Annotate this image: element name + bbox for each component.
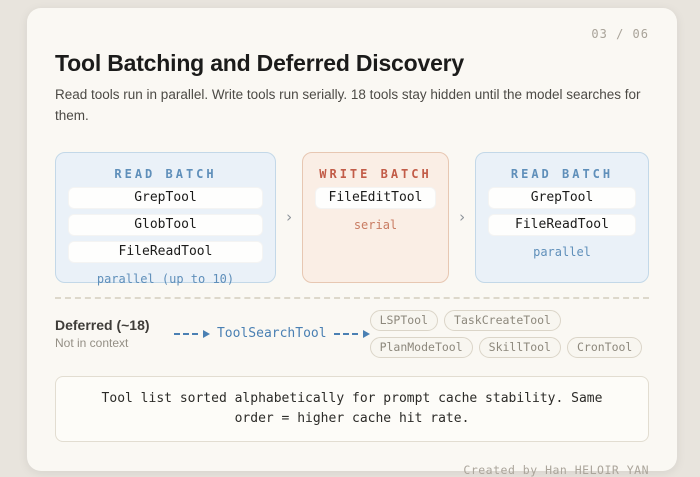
- hidden-tool-pill: LSPTool: [369, 309, 439, 331]
- page-indicator: 03 / 06: [591, 27, 649, 41]
- note-box: Tool list sorted alphabetically for prom…: [55, 375, 649, 443]
- batch-mode-label: parallel (up to 10): [96, 271, 235, 286]
- note-text: Tool list sorted alphabetically for prom…: [101, 390, 603, 426]
- dashed-arrow-icon: [333, 332, 358, 335]
- arrowhead-right-icon: [202, 329, 210, 338]
- batch-mode-label: serial: [353, 217, 398, 232]
- slide-card: 03 / 06 Tool Batching and Deferred Disco…: [27, 8, 677, 477]
- deferred-section: Deferred (~18) Not in context ToolSearch…: [55, 309, 649, 358]
- deferred-subtitle: Not in context: [55, 336, 129, 351]
- hidden-tool-pill: TaskCreateTool: [444, 309, 561, 331]
- write-batch-box: WRITE BATCH FileEditTool serial: [302, 151, 449, 283]
- dashed-arrow-icon: [173, 332, 198, 335]
- hidden-tool-pills: LSPTool TaskCreateTool PlanModeTool Skil…: [369, 309, 649, 358]
- tool-pill: FileReadTool: [68, 240, 263, 263]
- batch-label: READ BATCH: [114, 166, 217, 181]
- read-batch-box-2: READ BATCH GrepTool FileReadTool paralle…: [475, 151, 649, 283]
- tool-pill: FileEditTool: [315, 186, 436, 209]
- chevron-right-icon: ›: [284, 208, 294, 227]
- page-title: Tool Batching and Deferred Discovery: [55, 50, 465, 76]
- batch-label: WRITE BATCH: [319, 166, 432, 181]
- tool-pill: GrepTool: [68, 186, 263, 209]
- deferred-summary: Deferred (~18) Not in context: [55, 317, 166, 350]
- batch-mode-label: parallel: [533, 244, 591, 259]
- chevron-right-icon: ›: [457, 208, 467, 227]
- tool-search-flow: ToolSearchTool: [173, 326, 370, 342]
- read-batch-box-1: READ BATCH GrepTool GlobTool FileReadToo…: [55, 151, 276, 286]
- hidden-tool-pill: SkillTool: [478, 336, 561, 358]
- batch-flow-diagram: READ BATCH GrepTool GlobTool FileReadToo…: [55, 151, 649, 286]
- tool-pill: GrepTool: [488, 186, 636, 209]
- credit-line: Created by Han HELOIR YAN: [463, 463, 649, 477]
- deferred-title: Deferred (~18): [55, 317, 150, 334]
- tool-search-label: ToolSearchTool: [216, 326, 327, 342]
- arrowhead-right-icon: [362, 329, 370, 338]
- dashed-divider: [55, 296, 649, 299]
- tool-pill: FileReadTool: [488, 213, 636, 236]
- tool-pill: GlobTool: [68, 213, 263, 236]
- batch-label: READ BATCH: [510, 166, 614, 181]
- hidden-tool-pill: PlanModeTool: [369, 336, 473, 358]
- page-subtitle: Read tools run in parallel. Write tools …: [55, 87, 641, 123]
- hidden-tool-pill: CronTool: [566, 336, 643, 358]
